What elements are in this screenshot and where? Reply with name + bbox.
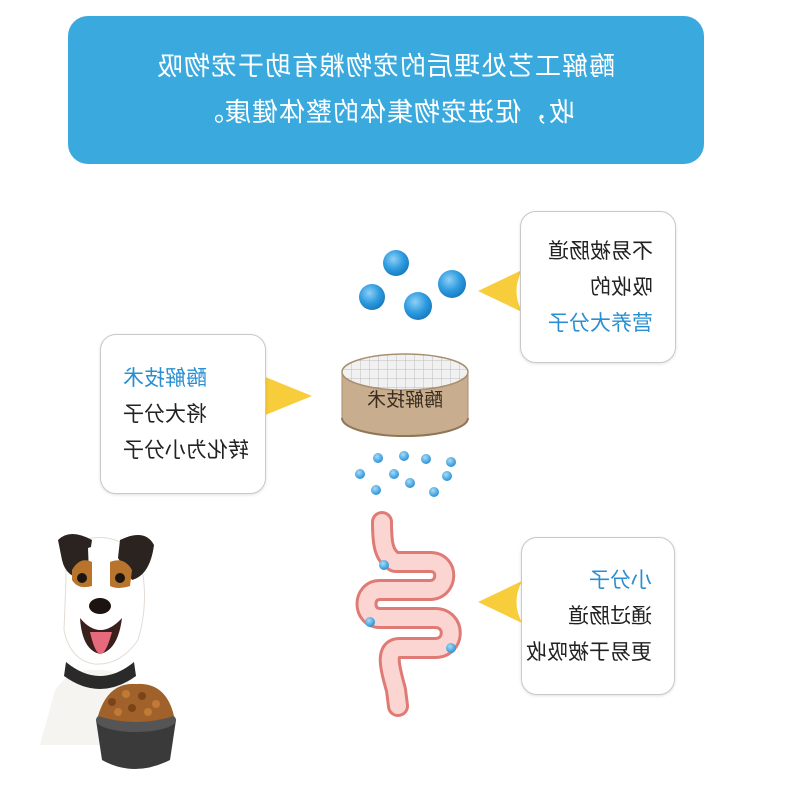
small-molecule <box>355 469 365 479</box>
small-molecule <box>429 487 439 497</box>
arrow-pointer-top <box>478 270 522 312</box>
absorbed-molecule <box>446 643 456 653</box>
small-molecule <box>405 478 415 488</box>
small-molecule <box>421 454 431 464</box>
callout-text-line: 通过肠道 <box>568 604 652 628</box>
small-molecule <box>399 451 409 461</box>
large-molecule <box>383 250 409 276</box>
callout-text-line-highlight: 营养大分子 <box>548 311 653 335</box>
small-molecules <box>355 451 456 497</box>
header-banner: 酶解工艺处理后的宠物粮有助于宠物吸 收，促进宠物集体的整体健康。 <box>68 16 704 164</box>
food-bowl-illustration <box>96 683 176 769</box>
small-molecule <box>446 457 456 467</box>
callout-text-line: 转化为小分子 <box>123 438 249 462</box>
callout-text-line: 将大分子 <box>123 402 207 426</box>
callout-large-nutrients: 不易被肠道 吸收的 营养大分子 <box>520 211 676 363</box>
pointer-arrows <box>258 270 522 623</box>
absorbed-molecule <box>365 617 375 627</box>
callout-enzyme-technology: 酶解技术 将大分子 转化为小分子 <box>100 334 266 494</box>
large-molecules <box>359 250 466 320</box>
small-molecule <box>389 469 399 479</box>
callout-small-molecules: 小分子 通过肠道 更易于被吸收 <box>521 537 675 695</box>
arrow-pointer-bottom <box>478 581 522 623</box>
enzyme-disc-label: 酶解技术 <box>367 389 443 411</box>
callout-text-line: 吸收的 <box>590 275 653 299</box>
callout-text-line: 不易被肠道 <box>548 239 653 263</box>
callout-text-line-highlight: 酶解技术 <box>123 366 207 390</box>
small-molecule <box>442 471 452 481</box>
small-molecule <box>371 485 381 495</box>
enzyme-filter-disc <box>341 353 469 437</box>
large-molecule <box>404 292 432 320</box>
absorbed-molecule <box>379 560 389 570</box>
large-molecule <box>359 284 385 310</box>
small-molecule <box>373 453 383 463</box>
callout-text-line: 更易于被吸收 <box>526 640 652 664</box>
arrow-pointer-left <box>258 374 312 418</box>
callout-text-line-highlight: 小分子 <box>589 568 652 592</box>
large-molecule <box>438 270 466 298</box>
intestine-illustration <box>355 511 462 717</box>
